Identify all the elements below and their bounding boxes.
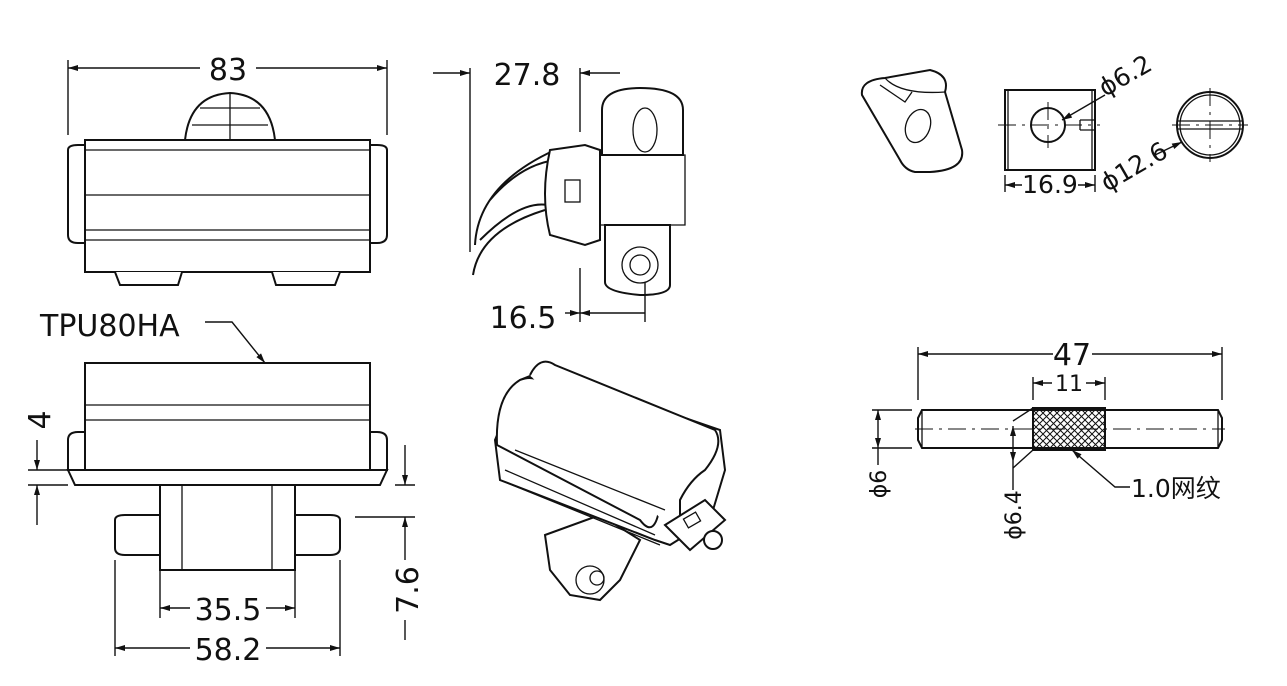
nut-isometric xyxy=(860,68,964,173)
dim-35-5-label: 35.5 xyxy=(195,593,262,628)
knurl-note-label: 1.0网纹 xyxy=(1131,474,1221,503)
dimension-11: 11 xyxy=(1032,372,1106,400)
dim-4-label: 4 xyxy=(23,410,58,429)
dimension-16-9: 16.9 xyxy=(1004,170,1096,199)
dimension-58-2: 58.2 xyxy=(114,560,341,668)
dimension-83: 83 xyxy=(67,53,388,135)
dimension-27-8: 27.8 xyxy=(433,58,620,252)
knurl-callout: 1.0网纹 xyxy=(1071,449,1221,503)
nut-end-view xyxy=(1172,88,1248,162)
dim-phi-6-2-label: ϕ6.2 xyxy=(1094,49,1157,102)
nut-front-view xyxy=(998,89,1100,171)
dimension-phi-6: ϕ6 xyxy=(867,409,912,499)
dim-11-label: 11 xyxy=(1055,372,1083,397)
dim-16-9-label: 16.9 xyxy=(1022,170,1078,199)
dim-phi-12-6-label: ϕ12.6 xyxy=(1096,136,1173,197)
dim-phi-6-4-label: ϕ6.4 xyxy=(1002,490,1027,540)
dim-58-2-label: 58.2 xyxy=(195,633,262,668)
dim-phi-6-label: ϕ6 xyxy=(867,470,892,499)
dim-27-8-label: 27.8 xyxy=(494,58,561,93)
isometric-view xyxy=(493,360,727,602)
side-view xyxy=(472,86,686,297)
dimension-phi-12-6: ϕ12.6 xyxy=(1096,136,1183,197)
dimension-phi-6-4: ϕ6.4 xyxy=(1002,407,1034,540)
dim-7-6-label: 7.6 xyxy=(391,566,426,614)
dimension-7-6: 7.6 xyxy=(355,445,426,640)
dimension-47: 47 xyxy=(917,338,1223,400)
front-view xyxy=(66,362,389,571)
pin-view xyxy=(915,407,1225,451)
dimension-16-5: 16.5 xyxy=(490,268,646,336)
dim-47-label: 47 xyxy=(1053,338,1091,373)
dim-83-label: 83 xyxy=(209,53,247,88)
material-callout: TPU80HA xyxy=(39,309,266,364)
dim-16-5-label: 16.5 xyxy=(490,301,557,336)
top-view xyxy=(67,91,388,286)
dimension-35-5: 35.5 xyxy=(159,560,296,628)
dimension-4: 4 xyxy=(23,410,68,525)
material-label: TPU80HA xyxy=(39,309,180,344)
